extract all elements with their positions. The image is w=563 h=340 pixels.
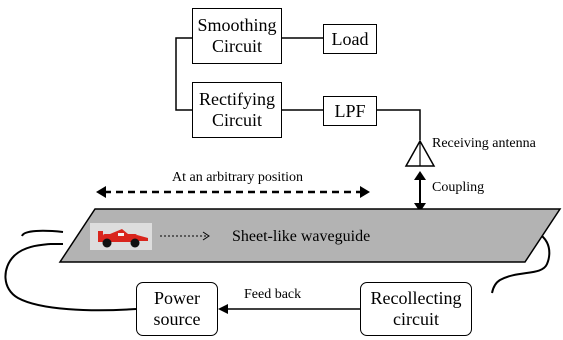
antenna-icon (404, 139, 436, 167)
recollecting-circuit-block: Recollecting circuit (360, 282, 472, 336)
motion-arrow (160, 231, 210, 241)
coupling-label: Coupling (432, 180, 485, 195)
feed-back-arrow (218, 304, 360, 314)
power-source-block: Power source (136, 282, 218, 336)
lpf-antenna-wire (377, 109, 421, 140)
receiving-antenna-label: Receiving antenna (432, 136, 536, 151)
waveguide-recollecting-cable (491, 230, 551, 294)
coupling-arrow (414, 171, 426, 212)
waveguide-left-cable (21, 229, 64, 237)
sheet-waveguide (58, 208, 562, 263)
waveguide-label: Sheet-like waveguide (232, 228, 371, 245)
arbitrary-position-label: At an arbitrary position (172, 170, 304, 185)
lpf-block: LPF (323, 96, 377, 126)
arbitrary-position-arrow (96, 186, 370, 198)
feed-back-label: Feed back (244, 287, 302, 302)
race-car-icon (98, 229, 148, 248)
smoothing-rectifying-link (175, 37, 192, 111)
load-block: Load (323, 24, 377, 54)
rectifying-circuit-block: Rectifying Circuit (192, 82, 282, 138)
smoothing-circuit-block: Smoothing Circuit (192, 8, 282, 64)
power-waveguide-cable (4, 243, 137, 312)
